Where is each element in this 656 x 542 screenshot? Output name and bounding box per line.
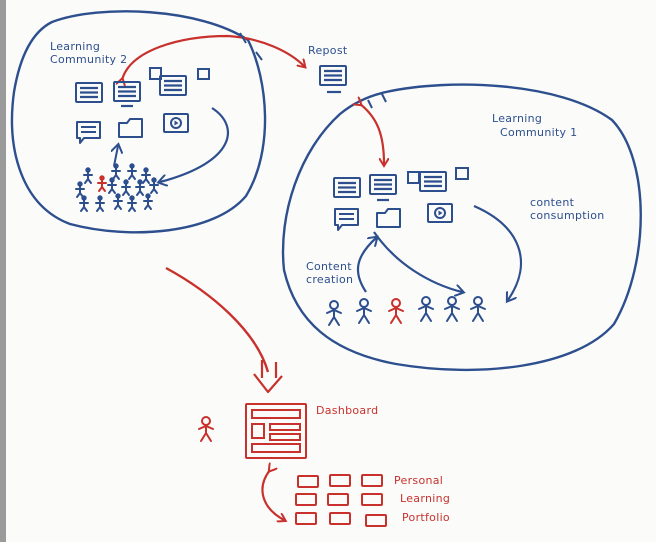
dashboard-icon [245, 403, 307, 459]
post-icon [368, 173, 398, 196]
video-icon [427, 203, 453, 223]
repost-label: Repost [308, 44, 348, 57]
content-consumption-arrow-inner [373, 231, 462, 292]
community-2-label-line1: Learning [50, 40, 101, 53]
community-2-label-line2: Community 2 [50, 53, 128, 66]
highlighted-member [97, 174, 107, 192]
portfolio-card-icon [361, 474, 383, 487]
learner [198, 416, 214, 442]
content-consumption-arrow [473, 204, 523, 300]
active-member [388, 298, 404, 324]
portfolio-label-line1: Personal [394, 474, 444, 487]
person-icon [388, 298, 404, 324]
content-consumption-label-line1: content [530, 196, 575, 209]
comment-icon [197, 68, 210, 80]
repost-post-icon [318, 64, 348, 87]
dashboard-label: Dashboard [316, 404, 379, 417]
community-1-outline [281, 83, 642, 372]
portfolio-card-icon [329, 512, 351, 525]
portfolio-label-line3: Portfolio [402, 511, 450, 524]
folder-icon [376, 208, 401, 228]
comment-icon [407, 171, 420, 184]
portfolio-card-icon [295, 493, 317, 506]
person-icon [326, 300, 342, 326]
post-icon [158, 74, 188, 97]
portfolio-card-icon [361, 493, 383, 506]
community-1-label-line2: Community 1 [500, 126, 578, 139]
content-consumption-label-line2: consumption [530, 209, 605, 222]
aggregate-arrow [165, 266, 270, 373]
person-icon [444, 296, 460, 322]
post-icon [74, 81, 104, 104]
folder-icon [118, 118, 143, 138]
portfolio-card-icon [295, 512, 317, 525]
portfolio-card-icon [365, 514, 387, 527]
comment-icon [334, 208, 359, 231]
community-1-label-line1: Learning [492, 112, 543, 125]
person-icon [470, 296, 486, 322]
portfolio-grid [295, 474, 387, 527]
content-creation-arrow [356, 238, 376, 293]
person-icon [356, 298, 372, 324]
comment-icon [149, 67, 162, 80]
creation-arrow-community2 [114, 146, 118, 167]
portfolio-card-icon [297, 475, 319, 488]
aggregate-arrowhead [253, 360, 283, 394]
content-creation-label-line1: Content [306, 260, 352, 273]
portfolio-card-icon [327, 493, 349, 506]
comment-icon [455, 167, 469, 180]
video-icon [163, 113, 189, 133]
portfolio-card-icon [329, 474, 351, 487]
person-icon [418, 296, 434, 322]
person-icon [198, 416, 214, 442]
page-edge-shadow [0, 0, 6, 542]
post-icon [112, 80, 142, 103]
post-icon [332, 176, 362, 199]
comment-icon [76, 121, 101, 144]
share-arrow-repost-community1 [360, 104, 384, 164]
dashboard-portfolio-arrow [261, 470, 284, 520]
community-1-members [326, 296, 486, 326]
portfolio-label-line2: Learning [400, 492, 451, 505]
community-2-members [75, 162, 159, 212]
consumption-arrow-community2 [160, 107, 229, 182]
community-2-outline [10, 10, 267, 234]
content-creation-label-line2: creation [306, 273, 354, 286]
post-icon [418, 170, 448, 193]
share-arrow-community2-repost [122, 34, 304, 80]
